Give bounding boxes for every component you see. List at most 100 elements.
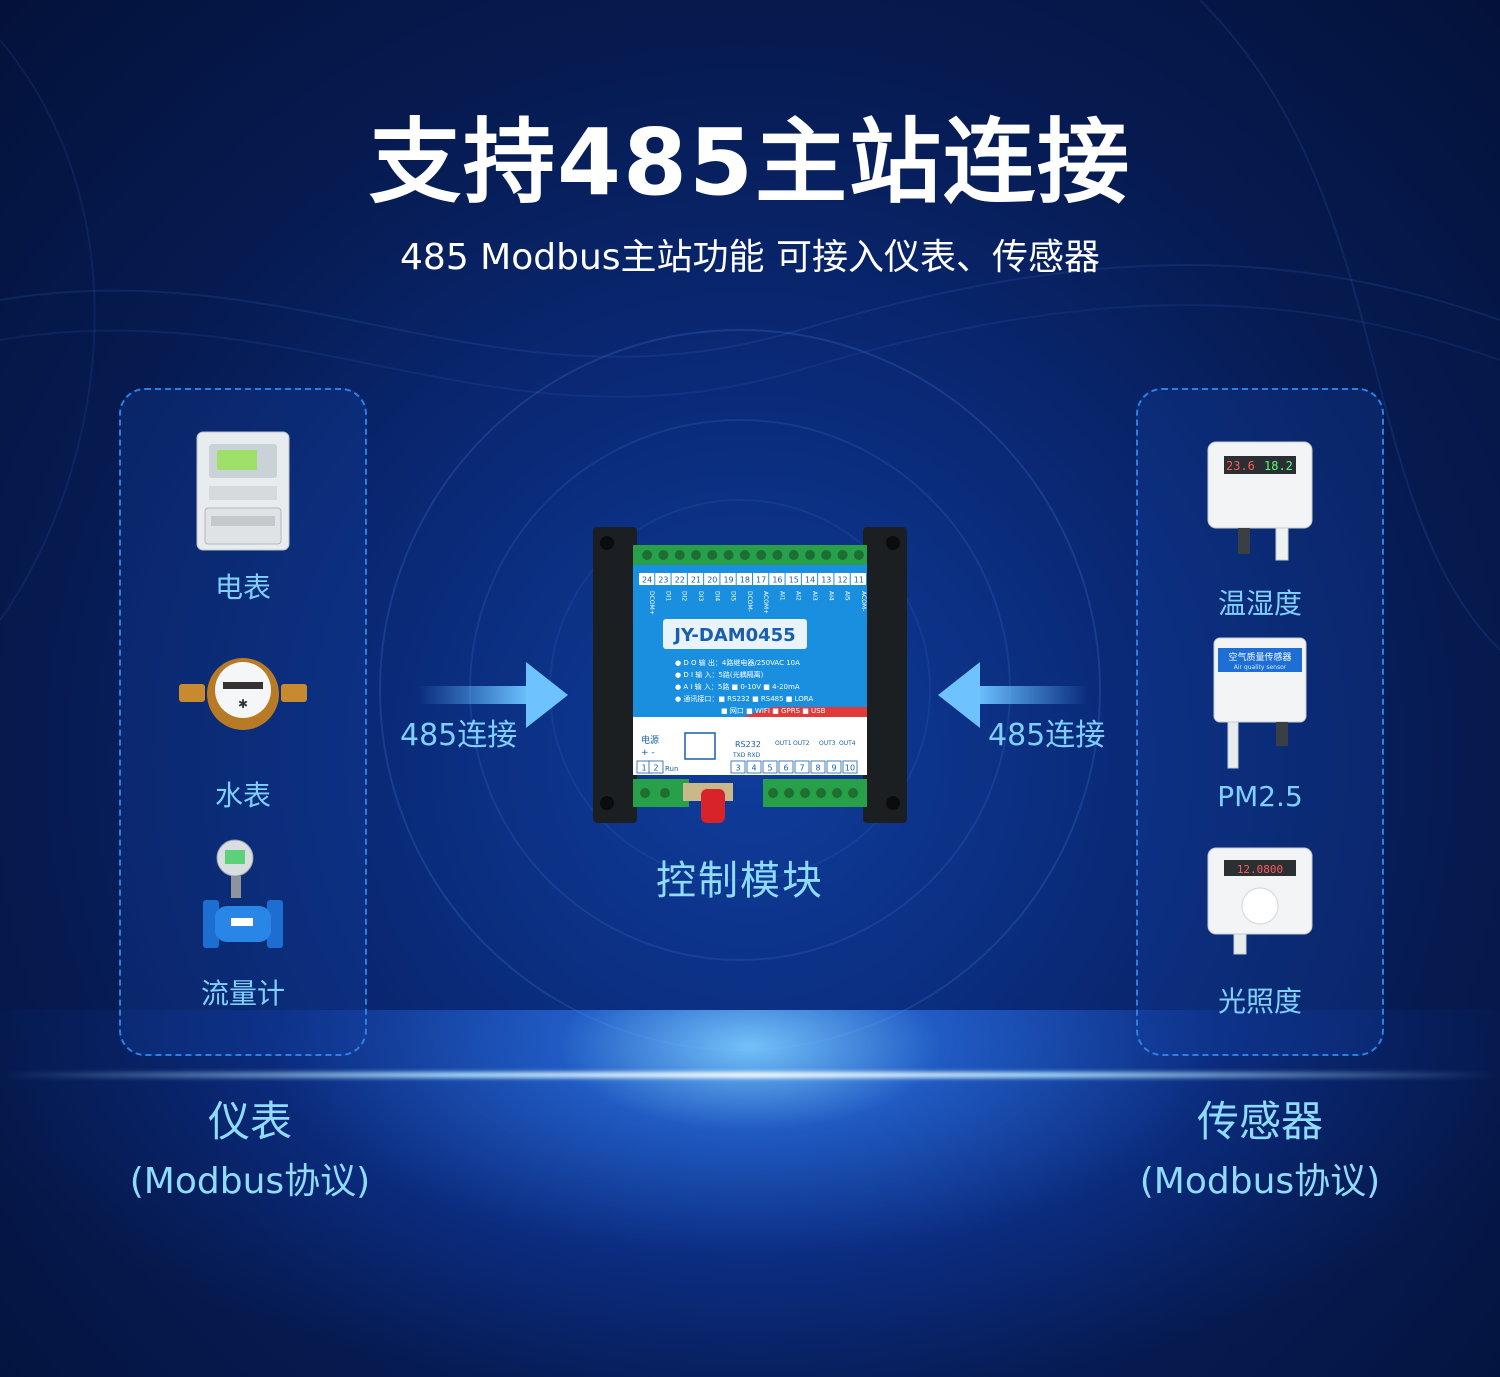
terminal-number-box <box>720 573 736 585</box>
terminal-number: 17 <box>756 576 766 585</box>
antenna-icon <box>701 789 725 823</box>
terminal-number-box <box>794 760 810 774</box>
ethernet-port-icon <box>684 732 716 760</box>
light-sensor-icon: 12.0800 <box>1207 847 1313 955</box>
terminal-number-box <box>639 573 655 585</box>
flow-meter-icon <box>203 839 283 948</box>
terminal-number: 9 <box>831 764 836 773</box>
terminal-number: 23 <box>658 576 668 585</box>
air-sensor-subtitle: Air quality sensor <box>1234 664 1287 671</box>
air-sensor-title: 空气质量传感器 <box>1228 651 1291 663</box>
module-caption: 控制模块 <box>656 858 824 904</box>
out3-label: OUT3 <box>819 740 836 747</box>
terminal-number: 7 <box>799 764 804 773</box>
meter-item-electric: 电表 <box>121 430 365 606</box>
water-meter-icon: ✱ <box>179 658 307 730</box>
terminal-number: 24 <box>642 576 652 585</box>
terminal-number-box <box>687 573 704 585</box>
terminal-number-box <box>655 573 671 585</box>
terminal-pin-label: AI5 <box>844 591 851 601</box>
meters-group-protocol: (Modbus协议) <box>129 1161 371 1202</box>
light-display: 12.0800 <box>1237 863 1283 876</box>
sensor-label-temp-humidity: 温湿度 <box>1217 587 1302 620</box>
terminal-pin-label: DI1 <box>664 591 671 601</box>
terminal-screw <box>837 550 848 560</box>
meter-label-electric: 电表 <box>214 571 271 604</box>
meters-panel: 电表 ✱ 水表 流量计 <box>119 388 367 1056</box>
meter-item-water: ✱ 水表 <box>121 652 365 814</box>
terminal-number: 10 <box>845 764 855 773</box>
terminal-number: 5 <box>767 764 772 773</box>
terminal-number: 1 <box>641 764 646 773</box>
terminal-screw <box>788 550 799 560</box>
connection-label-left: 485连接 <box>400 718 518 753</box>
terminal-screw <box>853 550 864 560</box>
terminal-number: 15 <box>789 576 799 585</box>
terminal-pin-label: AI2 <box>795 591 802 601</box>
sensors-group-title: 传感器 <box>1196 1097 1323 1146</box>
page-subtitle: 485 Modbus主站功能 可接入仪表、传感器 <box>400 237 1100 278</box>
control-module: JY-DAM0455 ● D O 输 出：4路继电器/250VAC 10A ● … <box>593 527 907 823</box>
terminal-screw <box>739 550 750 560</box>
meter-label-flow: 流量计 <box>200 977 285 1010</box>
terminal-screw <box>772 550 783 560</box>
spec-line: ● A I 输 入：5路 ■ 0-10V ■ 4-20mA <box>675 682 800 691</box>
terminal-number-box <box>704 573 720 585</box>
terminal-number: 2 <box>653 764 658 773</box>
floor-glow <box>0 1010 1500 1377</box>
terminal-screw <box>800 788 810 798</box>
sensor-label-pm25: PM2.5 <box>1217 780 1303 813</box>
temp-humidity-sensor-icon: 23.6 18.2 <box>1207 441 1313 561</box>
out2-label: OUT2 <box>793 740 810 747</box>
arrow-right-icon <box>418 662 568 728</box>
terminal-pin-label: AI4 <box>827 591 834 601</box>
terminal-number-box <box>834 573 850 585</box>
sensor-item-temp-humidity: 23.6 18.2 温湿度 <box>1138 440 1382 622</box>
terminal-pin-label: AI1 <box>778 591 785 601</box>
terminal-pin-label: DI5 <box>730 591 737 601</box>
power-label: 电源 <box>641 734 659 746</box>
terminal-number-box <box>785 573 801 585</box>
sensors-group-protocol: (Modbus协议) <box>1139 1161 1381 1202</box>
terminal-number-box <box>769 573 785 585</box>
terminal-number-box <box>746 760 762 774</box>
terminal-screw <box>805 550 815 560</box>
arrow-left-icon <box>938 662 1088 728</box>
connection-label-right: 485连接 <box>988 718 1106 753</box>
terminal-number: 21 <box>691 576 701 585</box>
terminal-screw <box>832 788 842 798</box>
terminal-pin-label: ACOM+ <box>762 591 769 614</box>
rs232-label: RS232 <box>735 740 761 749</box>
terminal-number-box <box>801 573 818 585</box>
terminal-screw <box>674 550 685 560</box>
terminal-screw <box>658 550 669 560</box>
terminal-pin-label: ACOM- <box>860 591 867 611</box>
terminal-screw <box>784 788 794 798</box>
terminal-screw <box>756 550 767 560</box>
terminal-number-box <box>826 760 842 774</box>
terminal-screw <box>642 550 653 560</box>
terminal-pin-label: DI2 <box>681 591 688 601</box>
power-sign: + - <box>641 748 655 758</box>
svg-text:✱: ✱ <box>238 697 248 711</box>
terminal-number-box <box>753 573 769 585</box>
spec-line: ● D O 输 出：4路继电器/250VAC 10A <box>675 658 800 667</box>
terminal-screw <box>723 550 734 560</box>
terminal-number-box <box>736 573 752 585</box>
terminal-number-box <box>850 573 866 585</box>
terminal-number: 14 <box>805 576 815 585</box>
terminal-number-box <box>730 760 746 774</box>
terminal-pin-label: DI3 <box>697 591 704 601</box>
terminal-number: 19 <box>723 576 733 585</box>
terminal-number: 8 <box>815 764 820 773</box>
sensor-item-light: 12.0800 光照度 <box>1138 846 1382 1020</box>
terminal-number: 18 <box>740 576 750 585</box>
terminal-number: 13 <box>821 576 831 585</box>
out1-label: OUT1 <box>775 740 792 747</box>
terminal-screw <box>821 550 832 560</box>
terminal-screw <box>848 788 858 798</box>
terminal-number-box <box>648 760 664 774</box>
terminal-pin-label: DI4 <box>713 591 720 601</box>
air-quality-sensor-icon: 空气质量传感器 Air quality sensor <box>1213 637 1307 769</box>
sensor-label-light: 光照度 <box>1217 985 1302 1018</box>
